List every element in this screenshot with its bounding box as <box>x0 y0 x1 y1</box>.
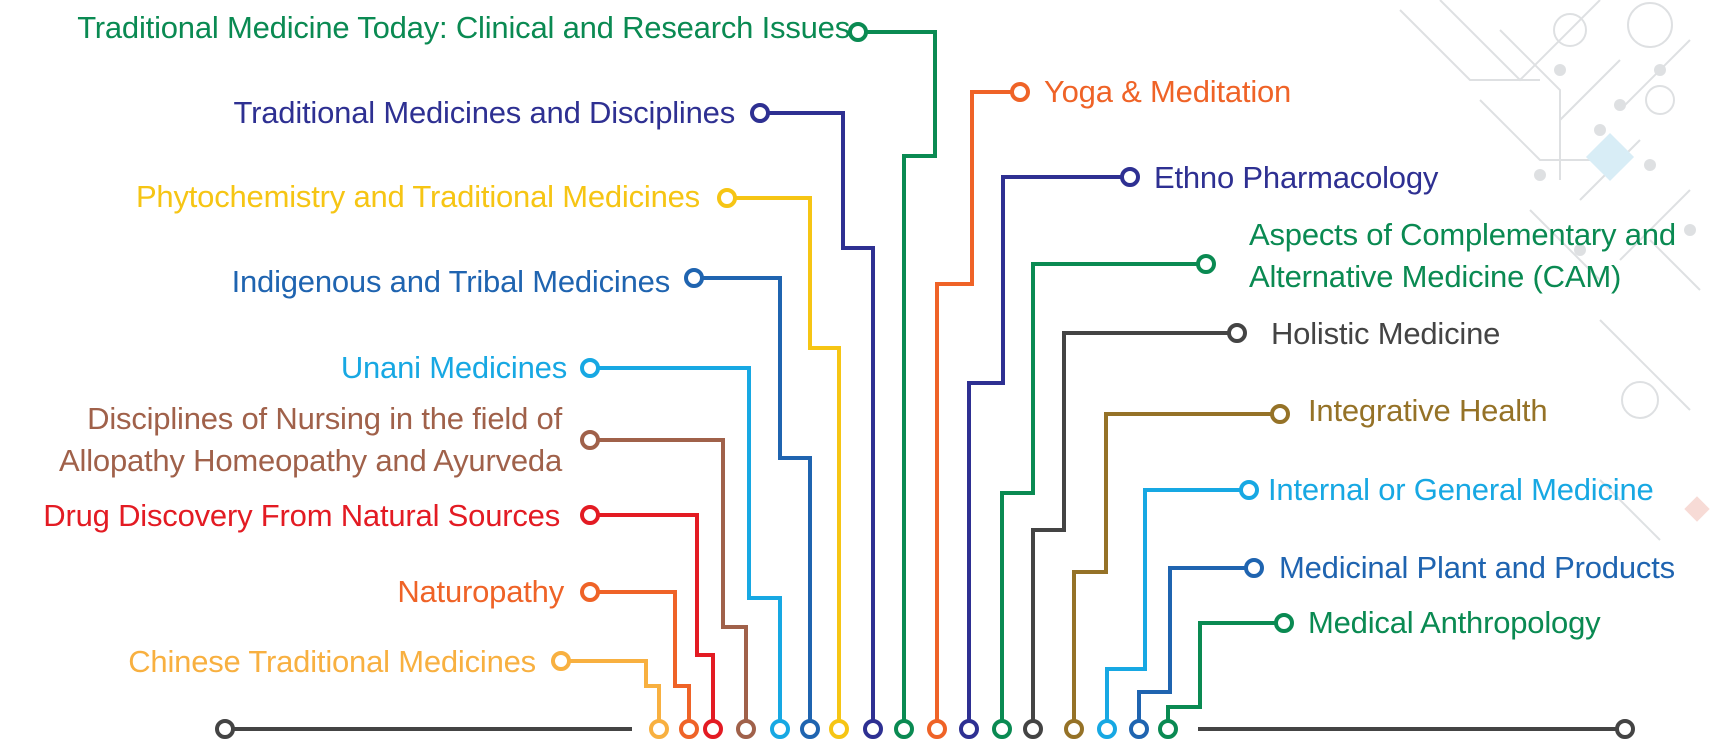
connector-line <box>736 196 841 729</box>
topic-node-icon <box>717 188 737 208</box>
baseline-node-icon <box>1129 719 1149 739</box>
topic-label-left: Drug Discovery From Natural Sources <box>43 498 560 533</box>
circuit-decoration <box>1399 0 1710 541</box>
baseline-node-icon <box>736 719 756 739</box>
topic-label-right: Internal or General Medicine <box>1268 472 1654 507</box>
topic-label-right: Medical Anthropology <box>1308 605 1601 640</box>
topic-label-right: Aspects of Complementary and Alternative… <box>1249 217 1676 294</box>
topic-node-icon <box>1274 613 1294 633</box>
circuit-diamond <box>1585 132 1635 182</box>
baseline-node-icon <box>770 719 790 739</box>
topic-label-right: Integrative Health <box>1308 393 1548 428</box>
circuit-trace <box>1559 59 1621 121</box>
connector-line <box>935 90 1011 729</box>
topic-label-left: Phytochemistry and Traditional Medicines <box>135 179 700 214</box>
circuit-trace <box>1499 29 1561 180</box>
connector-line <box>867 30 937 729</box>
topic-label-left: Disciplines of Nursing in the field of A… <box>59 401 562 478</box>
connector-line <box>1031 331 1228 729</box>
connector-line <box>599 590 691 729</box>
topic-node-icon <box>1227 323 1247 343</box>
connector-line <box>1072 412 1271 729</box>
connector-line <box>599 366 782 729</box>
connector-line <box>703 276 812 729</box>
baseline-left-end-icon <box>215 719 235 739</box>
connector-line <box>967 175 1121 729</box>
circuit-dot <box>1554 64 1566 76</box>
baseline-node-icon <box>894 719 914 739</box>
topic-label-right: Yoga & Meditation <box>1044 74 1292 109</box>
baseline-node-icon <box>863 719 883 739</box>
baseline-node-icon <box>1158 719 1178 739</box>
topic-node-icon <box>1244 558 1264 578</box>
topic-label-right: Ethno Pharmacology <box>1154 160 1439 195</box>
topic-label-left: Traditional Medicines and Disciplines <box>233 95 736 130</box>
topic-node-icon <box>1120 167 1140 187</box>
circuit-trace <box>1479 99 1600 161</box>
circuit-trace <box>1529 209 1601 281</box>
circuit-ring <box>1621 381 1659 419</box>
topic-label-left: Unani Medicines <box>340 350 567 385</box>
baseline-node-icon <box>703 719 723 739</box>
topic-label-left: Traditional Medicine Today: Clinical and… <box>77 10 850 45</box>
topic-label-right: Holistic Medicine <box>1271 316 1501 351</box>
baseline-node-icon <box>679 719 699 739</box>
circuit-trace <box>1649 239 1701 291</box>
topic-node-icon <box>848 22 868 42</box>
baseline-node-icon <box>649 719 669 739</box>
baseline-node-icon <box>800 719 820 739</box>
topic-node-icon <box>750 103 770 123</box>
topic-node-icon <box>1270 404 1290 424</box>
connector-line <box>1137 566 1245 729</box>
baseline-node-icon <box>1097 719 1117 739</box>
circuit-dot <box>1574 244 1586 256</box>
connector-line <box>769 111 875 729</box>
topic-node-icon <box>1196 254 1216 274</box>
circuit-dot <box>1644 159 1656 171</box>
topic-node-icon <box>551 651 571 671</box>
circuit-dot <box>1684 224 1696 236</box>
circuit-ring <box>1627 2 1673 48</box>
topic-node-icon <box>580 505 600 525</box>
topic-node-icon <box>1239 480 1259 500</box>
circuit-trace <box>1619 189 1691 261</box>
topic-label-left: Chinese Traditional Medicines <box>128 644 536 679</box>
connector-line <box>1105 488 1240 729</box>
topic-node-icon <box>1010 82 1030 102</box>
circuit-dot <box>1654 64 1666 76</box>
circuit-trace <box>1399 9 1540 81</box>
topic-label-left: Indigenous and Tribal Medicines <box>231 264 671 299</box>
circuit-dot <box>1594 124 1606 136</box>
connector-line <box>1000 262 1197 729</box>
topic-label-left: Naturopathy <box>397 574 564 609</box>
topic-node-icon <box>580 430 600 450</box>
connector-line <box>599 513 715 729</box>
circuit-trace <box>1619 39 1691 111</box>
circuit-trace <box>1439 0 1601 82</box>
baseline-node-icon <box>927 719 947 739</box>
circuit-dot <box>1534 169 1546 181</box>
baseline-node-icon <box>959 719 979 739</box>
baseline-node-icon <box>829 719 849 739</box>
circuit-trace <box>1599 479 1661 541</box>
baseline-right-end-icon <box>1615 719 1635 739</box>
baseline-node-icon <box>1023 719 1043 739</box>
circuit-ring <box>1553 13 1587 47</box>
connector-line <box>570 659 661 729</box>
baseline-node-icon <box>1064 719 1084 739</box>
circuit-diamond <box>1684 496 1710 522</box>
topic-node-icon <box>580 358 600 378</box>
topic-node-icon <box>684 268 704 288</box>
topic-label-right: Medicinal Plant and Products <box>1279 550 1675 585</box>
baseline-node-icon <box>992 719 1012 739</box>
connector-line <box>1166 621 1275 729</box>
circuit-ring <box>1645 85 1675 115</box>
circuit-trace <box>1599 319 1691 411</box>
topic-node-icon <box>580 582 600 602</box>
circuit-dot <box>1614 99 1626 111</box>
connector-line <box>599 438 748 729</box>
